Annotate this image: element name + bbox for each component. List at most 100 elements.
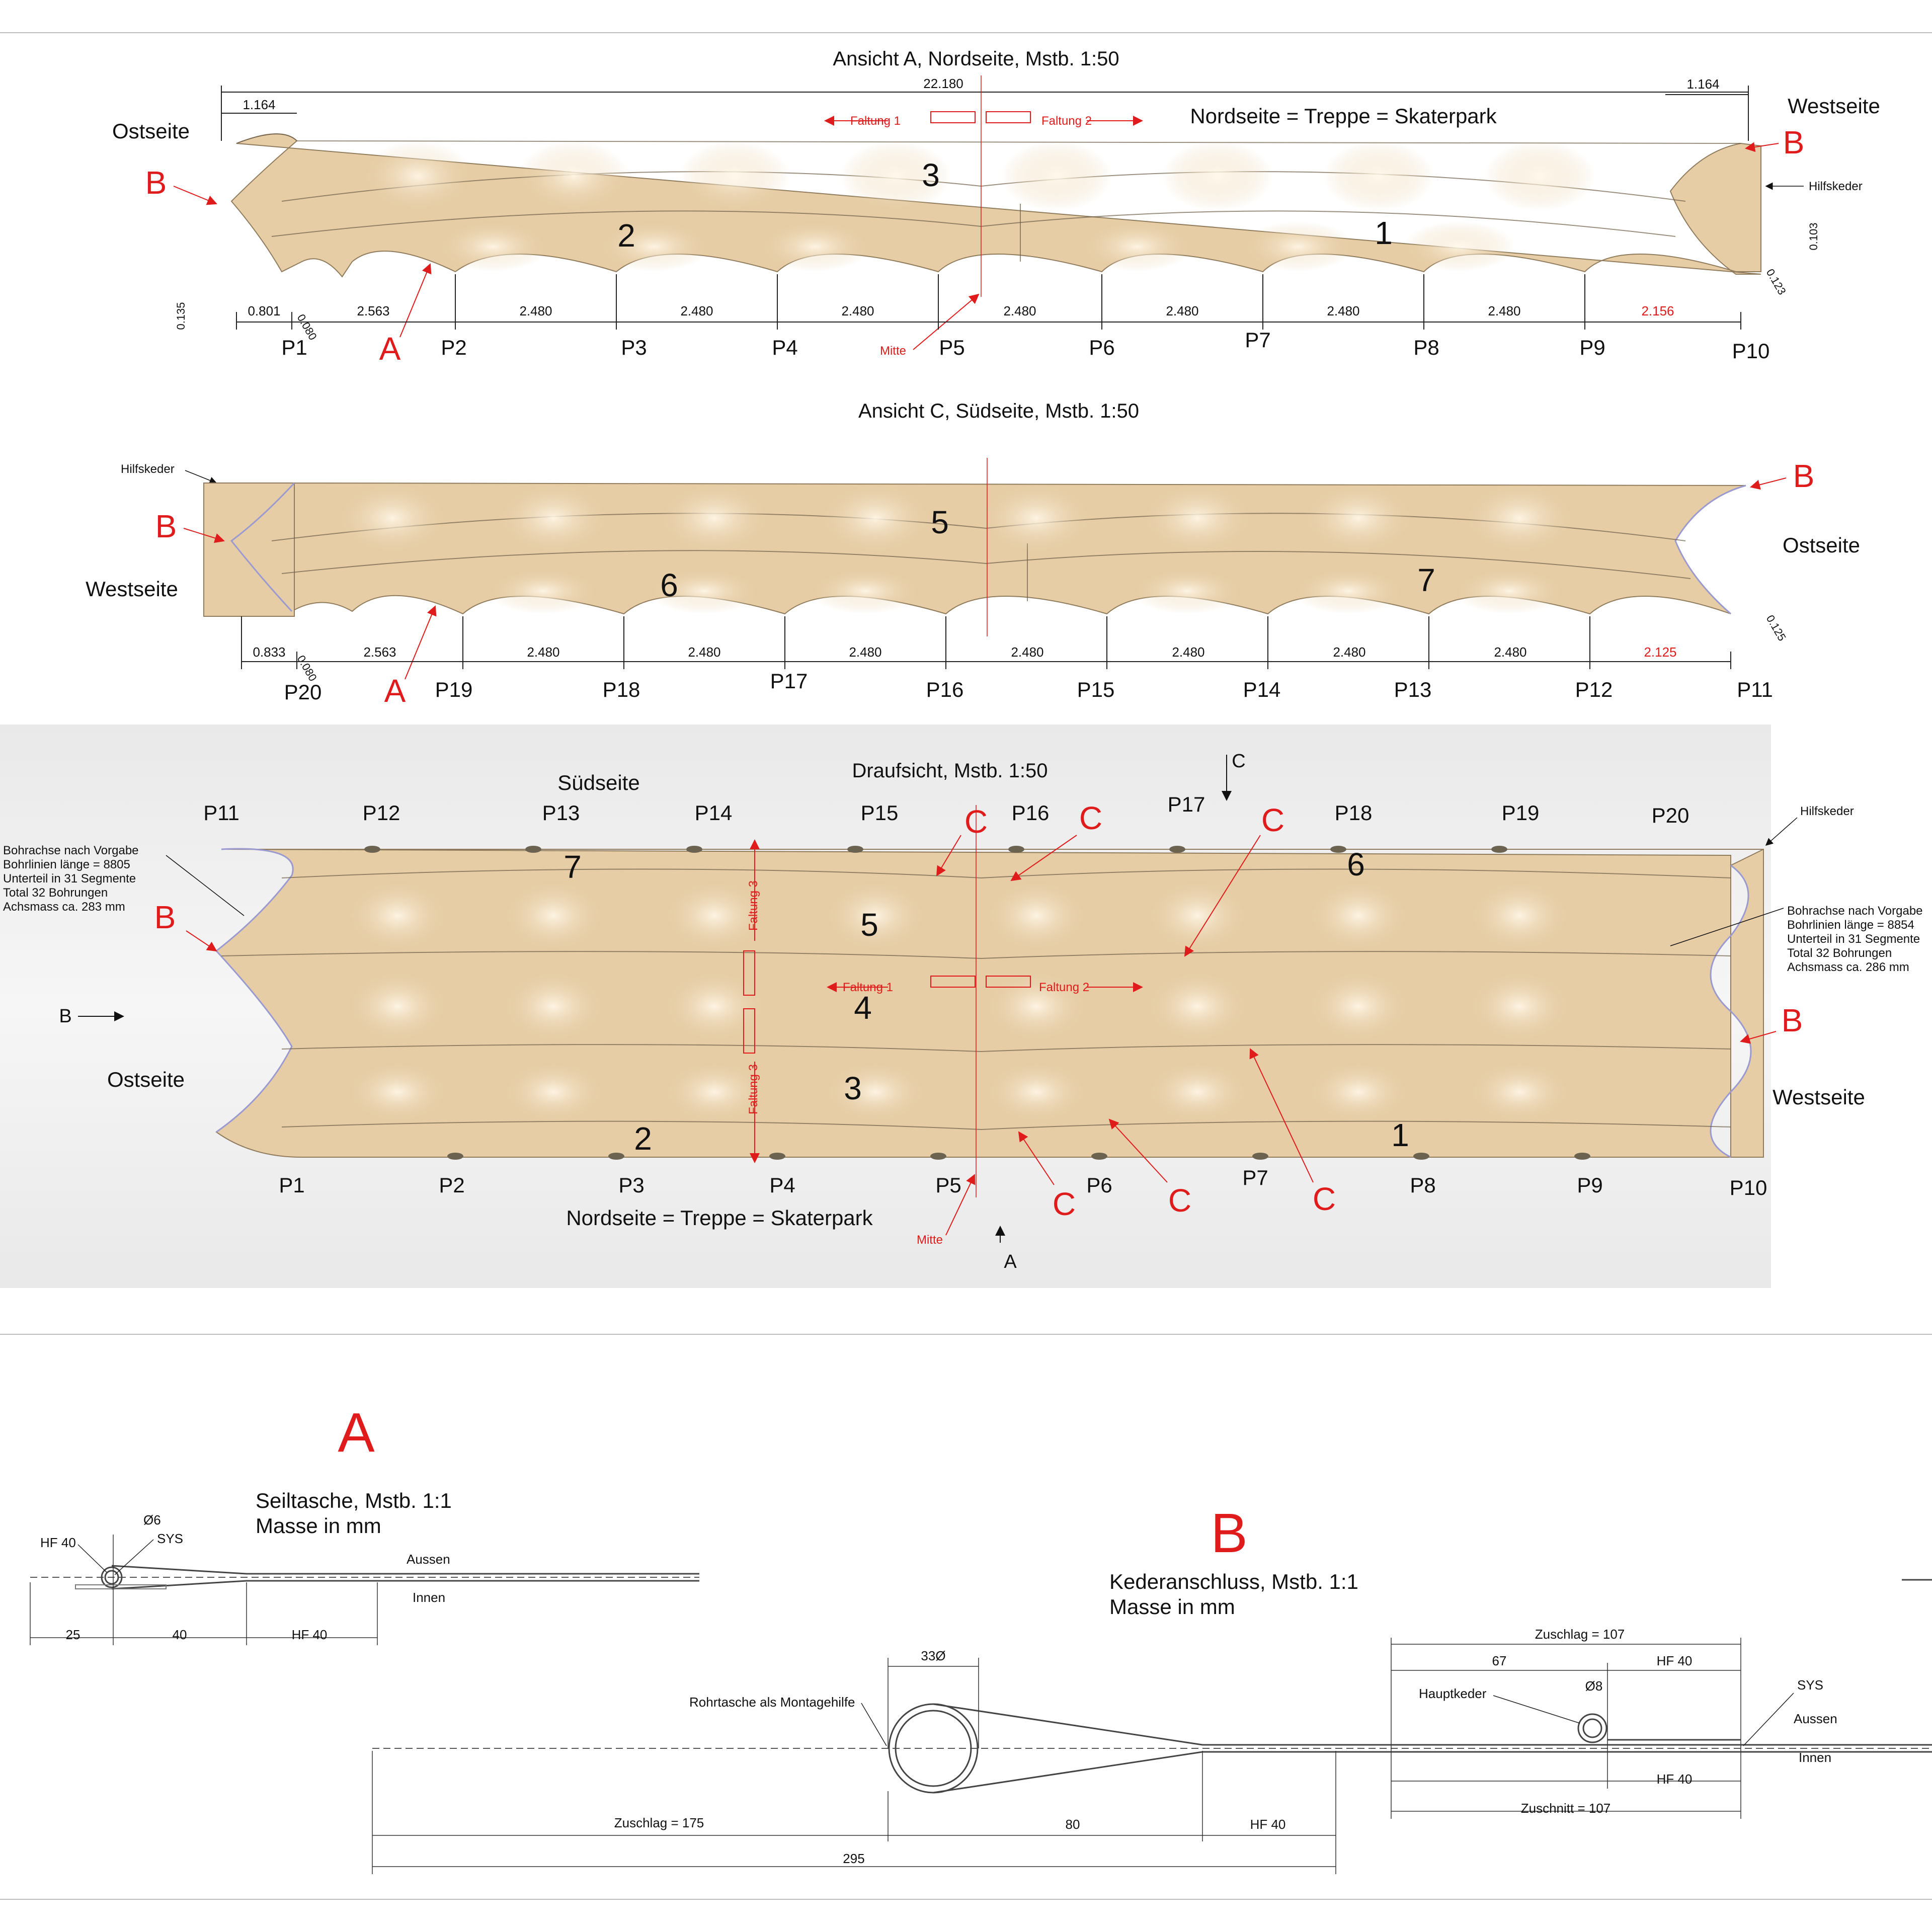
plan-fold-mark-2 xyxy=(986,976,1031,988)
north-callout-b-right-arrow xyxy=(1745,142,1779,152)
north-callout-b-left-arrow xyxy=(173,186,217,205)
plan-anchor-marks xyxy=(364,846,1590,1160)
plan-callout-b-left-arrow xyxy=(186,930,217,952)
detail-a-sys: SYS xyxy=(157,1531,183,1546)
detail-b-sys-leader xyxy=(1743,1693,1794,1746)
north-left-side: Ostseite xyxy=(112,119,190,143)
north-dim-right-slant: 0.123 xyxy=(1764,267,1789,297)
plan-seam-2 xyxy=(221,951,1731,959)
plan-point-p8: P8 xyxy=(1410,1173,1435,1197)
south-callout-b-right: B xyxy=(1793,458,1815,494)
plan-drill-left-5: Achsmass ca. 283 mm xyxy=(3,900,125,914)
detail-b-dim-ticks xyxy=(372,1751,1336,1874)
south-spacing-ticks xyxy=(241,616,1731,669)
plan-point-p14: P14 xyxy=(695,801,733,825)
north-dim-right-vertical: 0.103 xyxy=(1807,222,1820,250)
plan-note-right-top: Hilfskeder xyxy=(1800,804,1854,818)
south-dim-left-slant: 0.080 xyxy=(295,653,319,683)
south-callout-b-right-arrow xyxy=(1750,477,1787,490)
plan-seam-4 xyxy=(281,1120,1731,1131)
plan-callout-c-4-arrow xyxy=(1018,1131,1055,1185)
plan-note-right-top-arrow xyxy=(1765,817,1798,846)
detail-a-rope xyxy=(101,1566,123,1588)
plan-callout-c-1: C xyxy=(964,803,988,840)
north-note-right: Hilfskeder xyxy=(1809,180,1863,193)
north-right-side: Westseite xyxy=(1788,94,1880,118)
south-point-p18: P18 xyxy=(603,678,640,701)
plan-point-p10: P10 xyxy=(1730,1176,1767,1199)
south-seam-2 xyxy=(281,550,1691,579)
plan-drill-right-leader xyxy=(1670,908,1784,946)
north-top-edge xyxy=(236,133,1741,144)
north-spacing-8: 2.480 xyxy=(1327,303,1359,318)
south-note-left: Hilfskeder xyxy=(121,462,175,476)
south-point-p14: P14 xyxy=(1243,678,1281,701)
plan-fold2: Faltung 2 xyxy=(1039,981,1089,994)
detail-b-letter: B xyxy=(1211,1502,1247,1564)
plan-point-p11: P11 xyxy=(203,801,239,825)
detail-b-total: 295 xyxy=(843,1851,864,1866)
detail-a-dim-40: 40 xyxy=(173,1627,187,1642)
detail-b-innen: Innen xyxy=(1799,1750,1831,1765)
plan-point-p6: P6 xyxy=(1086,1173,1112,1197)
plan-drill-left-3: Unterteil in 31 Segmente xyxy=(3,872,136,886)
plan-point-p3: P3 xyxy=(618,1173,644,1197)
north-spacing-9: 2.480 xyxy=(1488,303,1520,318)
detail-b: B Kederanschluss, Mstb. 1:1 Masse in mm … xyxy=(372,1502,1932,1874)
plan-callout-c-4: C xyxy=(1053,1186,1076,1222)
north-point-p2: P2 xyxy=(441,336,466,359)
detail-b-hf-bottom: HF 40 xyxy=(1657,1772,1693,1787)
north-center-label: Mitte xyxy=(880,344,906,358)
detail-a-dia: Ø6 xyxy=(143,1512,161,1527)
plan-keder-right xyxy=(1710,864,1752,1158)
detail-b-subtitle: Masse in mm xyxy=(1109,1595,1235,1619)
south-spacing-5: 2.480 xyxy=(849,645,881,660)
north-spacing-2: 2.563 xyxy=(357,303,389,318)
south-point-p15: P15 xyxy=(1077,678,1115,701)
plan-south-label: Südseite xyxy=(557,771,639,794)
south-point-p16: P16 xyxy=(926,678,964,701)
detail-b-dim-zuschlag: Zuschlag = 175 xyxy=(614,1815,704,1830)
north-spacing-6: 2.480 xyxy=(1003,303,1036,318)
north-point-p8: P8 xyxy=(1413,336,1439,359)
plan-callout-c-1-arrow xyxy=(936,835,961,876)
plan-fold3-bottom: Faltung 3 xyxy=(747,1064,760,1114)
detail-b-tube-leader xyxy=(861,1703,887,1746)
plan-drill-note-left: Bohrachse nach Vorgabe Bohrlinien länge … xyxy=(3,844,139,914)
plan-right-side: Westseite xyxy=(1773,1085,1865,1109)
north-point-p6: P6 xyxy=(1089,336,1114,359)
plan-point-p17: P17 xyxy=(1168,792,1205,816)
north-fold2: Faltung 2 xyxy=(1041,114,1092,128)
plan-point-p1: P1 xyxy=(279,1173,304,1197)
south-spacing-6: 2.480 xyxy=(1011,645,1043,660)
plan-center-arrow xyxy=(945,1174,976,1236)
plan-callout-c-6: C xyxy=(1313,1181,1336,1217)
detail-b-hauptkeder-leader xyxy=(1493,1695,1580,1724)
detail-a-rope-inner xyxy=(104,1570,119,1585)
plan-panel-1: 1 xyxy=(1391,1117,1409,1153)
north-title: Ansicht A, Nordseite, Mstb. 1:50 xyxy=(833,48,1119,70)
plan-fold3-top: Faltung 3 xyxy=(747,880,760,931)
north-point-p7: P7 xyxy=(1245,328,1270,352)
north-point-p10: P10 xyxy=(1732,339,1770,363)
plan-drill-right-5: Achsmass ca. 286 mm xyxy=(1787,960,1909,974)
north-spacing-4: 2.480 xyxy=(680,303,713,318)
plan-callout-c-5: C xyxy=(1168,1182,1191,1219)
detail-b-dim-67: 67 xyxy=(1492,1653,1507,1668)
detail-b-zuschnitt: Zuschnitt = 107 xyxy=(1521,1801,1611,1816)
plan-drill-right-2: Bohrlinien länge = 8854 xyxy=(1787,918,1914,932)
plan-callout-b-right: B xyxy=(1782,1002,1803,1038)
detail-a-reinforcement xyxy=(75,1584,167,1589)
detail-b-dim-hf: HF 40 xyxy=(1250,1817,1286,1832)
north-panel-1: 1 xyxy=(1375,215,1393,251)
north-end-dim-left: 1.164 xyxy=(243,97,275,112)
detail-a-pocket xyxy=(111,1565,699,1590)
plan-point-p9: P9 xyxy=(1577,1173,1602,1197)
north-callout-a: A xyxy=(379,331,401,367)
plan-view-b: B xyxy=(59,1006,71,1027)
plan-highlights xyxy=(347,880,1570,1122)
north-spacing-ticks xyxy=(236,274,1741,330)
plan-seam-1 xyxy=(281,868,1731,879)
plan-title: Draufsicht, Mstb. 1:50 xyxy=(852,760,1048,782)
